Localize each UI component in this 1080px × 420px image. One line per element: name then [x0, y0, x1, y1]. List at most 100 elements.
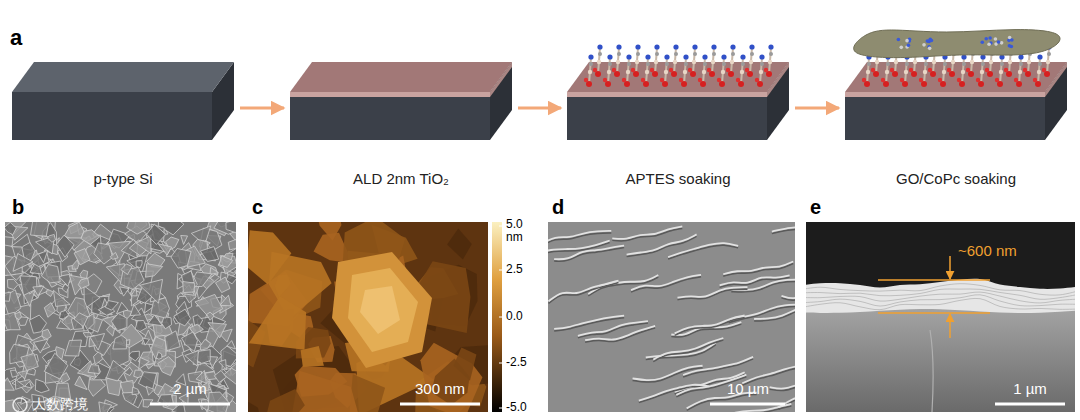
slab-front [12, 92, 212, 140]
colorbar-tick: 0.0 [506, 310, 523, 323]
process-arrow [518, 107, 561, 110]
sem-cross-section [806, 222, 1075, 412]
process-step: APTES soaking [567, 62, 789, 188]
aptes-molecule [913, 60, 917, 64]
sem-image [214, 370, 226, 382]
aptes-molecule [588, 70, 592, 74]
sem-image [90, 333, 105, 350]
aptes-molecule [1038, 62, 1042, 66]
afm-image [348, 268, 418, 352]
panel-letter: e [810, 196, 821, 218]
aptes-molecule [962, 62, 966, 66]
aptes-molecule [650, 68, 654, 72]
sem-image [5, 222, 16, 234]
aptes-molecule [622, 78, 626, 82]
afm-image [275, 275, 291, 297]
aptes-molecule [759, 54, 764, 59]
aptes-molecule [928, 68, 932, 72]
tio2-layer [845, 92, 1045, 97]
sem-image [228, 239, 236, 250]
sem-image [207, 312, 215, 320]
sem-image [31, 222, 49, 236]
aptes-molecule [768, 60, 772, 64]
aptes-molecule [957, 78, 961, 82]
aptes-molecule [626, 54, 631, 59]
sem-image [675, 318, 745, 336]
aptes-molecule [660, 78, 664, 82]
afm-image [420, 343, 482, 412]
step-label: p-type Si [93, 170, 152, 188]
sem-image [200, 247, 218, 262]
sem-image [208, 323, 226, 338]
aptes-molecule [1018, 54, 1023, 59]
aptes-molecule [1047, 52, 1051, 56]
go-sheet [980, 41, 984, 45]
sem-image [42, 329, 51, 339]
sem-image [182, 332, 198, 352]
aptes-molecule [755, 78, 759, 82]
aptes-molecule [730, 60, 734, 64]
sem-image [20, 276, 37, 295]
sem-image [585, 328, 655, 342]
sem-image [578, 321, 648, 336]
tio2-layer [490, 62, 512, 97]
afm-image [248, 222, 488, 412]
aptes-molecule [736, 78, 740, 82]
aptes-molecule [942, 70, 946, 74]
aptes-molecule [1008, 60, 1012, 64]
watermark-logo [13, 398, 27, 412]
sem-image [78, 278, 89, 289]
aptes-molecule [645, 70, 649, 74]
sem-image [44, 353, 68, 379]
aptes-molecule [693, 52, 697, 56]
sem-image [10, 370, 18, 377]
aptes-molecule [698, 78, 702, 82]
aptes-molecule [655, 52, 659, 56]
aptes-molecule [867, 62, 871, 66]
sem-image [74, 313, 88, 327]
slab-front [567, 92, 767, 140]
aptes-molecule [627, 62, 631, 66]
go-sheet [1000, 41, 1004, 45]
sem-cross-section [806, 279, 1075, 313]
sem-image [5, 236, 13, 246]
go-sheet [1010, 38, 1014, 42]
thickness-marker [878, 279, 990, 281]
aptes-molecule [679, 78, 683, 82]
sem-image [181, 235, 188, 244]
process-step: p-type Si [12, 62, 234, 188]
aptes-molecule [635, 44, 640, 49]
aptes-molecule [584, 44, 774, 87]
aptes-molecule [961, 70, 965, 74]
sem-image [41, 264, 60, 282]
aptes-molecule [764, 68, 768, 72]
sem-image [146, 264, 163, 277]
sem-image [5, 292, 10, 301]
aptes-molecule [692, 44, 697, 49]
sem-image [158, 357, 176, 376]
sem-image [21, 354, 38, 371]
aptes-molecule [749, 60, 753, 64]
aptes-molecule [750, 52, 754, 56]
sem-image [5, 378, 14, 390]
aptes-molecule [985, 68, 989, 72]
scale-bar [400, 403, 480, 406]
aptes-molecule [673, 60, 677, 64]
sem-image [33, 286, 44, 296]
sem-image [120, 287, 129, 296]
sem-image [200, 339, 211, 350]
slab-top [567, 62, 789, 92]
substrate-slab [845, 62, 1067, 140]
sem-image [142, 330, 154, 345]
sem-image [62, 284, 69, 293]
aptes-molecule [970, 60, 974, 64]
sem-image [631, 275, 701, 290]
aptes-molecule [980, 70, 984, 74]
aptes-molecule [904, 70, 908, 74]
go-sheet [987, 42, 991, 46]
sem-image [668, 243, 738, 257]
sem-image [162, 317, 172, 329]
go-sheet [1008, 44, 1012, 48]
sem-image [94, 243, 113, 264]
aptes-molecule [943, 62, 947, 66]
